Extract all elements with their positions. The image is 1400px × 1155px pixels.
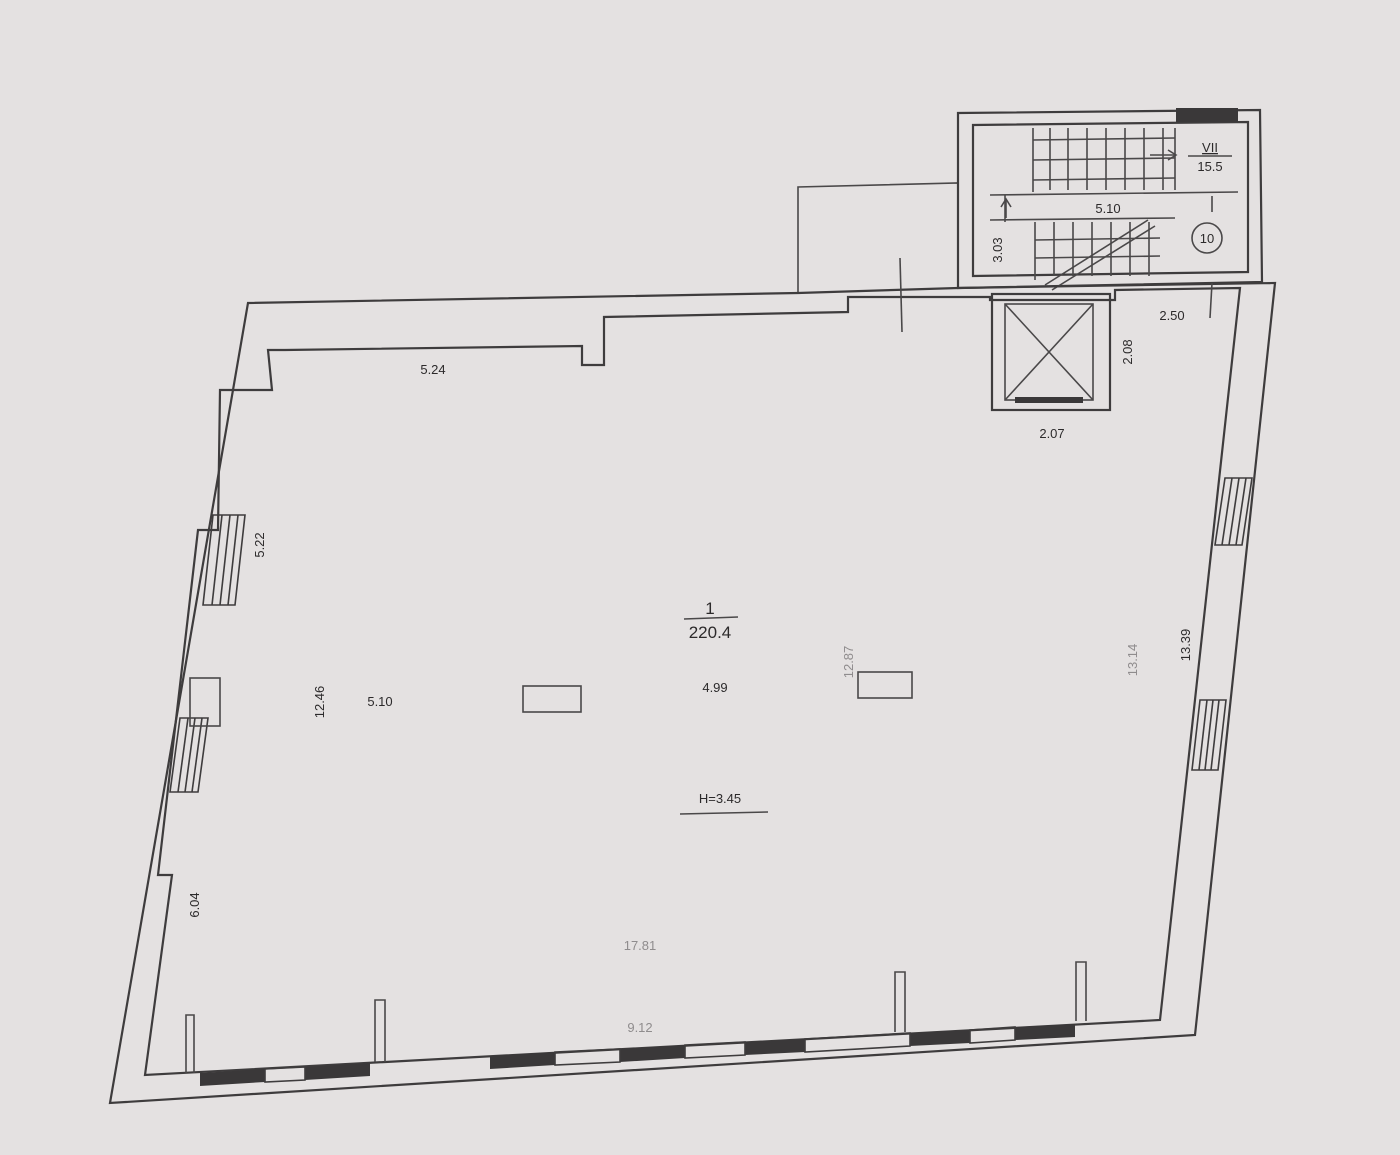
stair-width-label: 5.10 bbox=[1095, 201, 1120, 216]
dim-right-inner: 13.14 bbox=[1125, 644, 1140, 677]
stair-depth-label: 3.03 bbox=[990, 237, 1005, 262]
dim-left-lower: 6.04 bbox=[187, 892, 202, 917]
room-height-label: H=3.45 bbox=[699, 791, 741, 806]
door-tick-marks bbox=[899, 257, 1213, 333]
main-hall-inner-wall bbox=[143, 286, 1242, 1077]
lift-depth-label: 2.08 bbox=[1120, 339, 1135, 364]
dim-inner-left: 12.46 bbox=[312, 686, 327, 719]
dim-bottom-seg: 9.12 bbox=[627, 1020, 652, 1035]
dim-bottom-inner: 17.81 bbox=[624, 938, 657, 953]
dim-top-wall: 5.24 bbox=[420, 362, 445, 377]
room-area-label: 220.4 bbox=[689, 623, 732, 642]
dim-span-mid: 4.99 bbox=[702, 680, 727, 695]
lift-shaft-wall bbox=[990, 292, 1112, 412]
stair-block-outer-wall bbox=[956, 108, 1264, 290]
dim-inner-right: 12.87 bbox=[841, 646, 856, 679]
corridor-width-label: 2.50 bbox=[1159, 308, 1184, 323]
dim-span-left: 5.10 bbox=[367, 694, 392, 709]
window-right-upper bbox=[1214, 477, 1253, 546]
lift-width-label: 2.07 bbox=[1039, 426, 1064, 441]
stair-marker-label: 10 bbox=[1200, 231, 1214, 246]
window-band-bottom bbox=[200, 1024, 1075, 1086]
bottom-piers bbox=[185, 961, 1087, 1073]
stair-treads bbox=[989, 128, 1239, 291]
stair-marker-circle bbox=[1191, 222, 1223, 254]
stair-corner-hatch bbox=[1176, 108, 1238, 122]
lift-door bbox=[1015, 397, 1083, 403]
dim-left-upper: 5.22 bbox=[252, 532, 267, 557]
room-number-label: 1 bbox=[705, 599, 714, 618]
column-left bbox=[522, 685, 582, 713]
dim-right-outer: 13.39 bbox=[1178, 629, 1193, 662]
room-label-divider bbox=[683, 616, 739, 620]
stair-block-inner-wall bbox=[971, 120, 1250, 278]
window-left-lower bbox=[169, 717, 209, 793]
left-wall-niche bbox=[189, 677, 221, 727]
lift-cross-b bbox=[1004, 303, 1094, 401]
stair-number-label: VII bbox=[1202, 140, 1218, 155]
stair-area-label: 15.5 bbox=[1197, 159, 1222, 174]
stair-arrow-icon bbox=[1000, 149, 1213, 218]
column-right bbox=[857, 671, 913, 699]
window-right-lower bbox=[1191, 699, 1227, 771]
main-hall-outer-wall bbox=[108, 281, 1277, 1105]
room-height-underline bbox=[679, 811, 769, 815]
window-left-upper bbox=[202, 514, 246, 606]
